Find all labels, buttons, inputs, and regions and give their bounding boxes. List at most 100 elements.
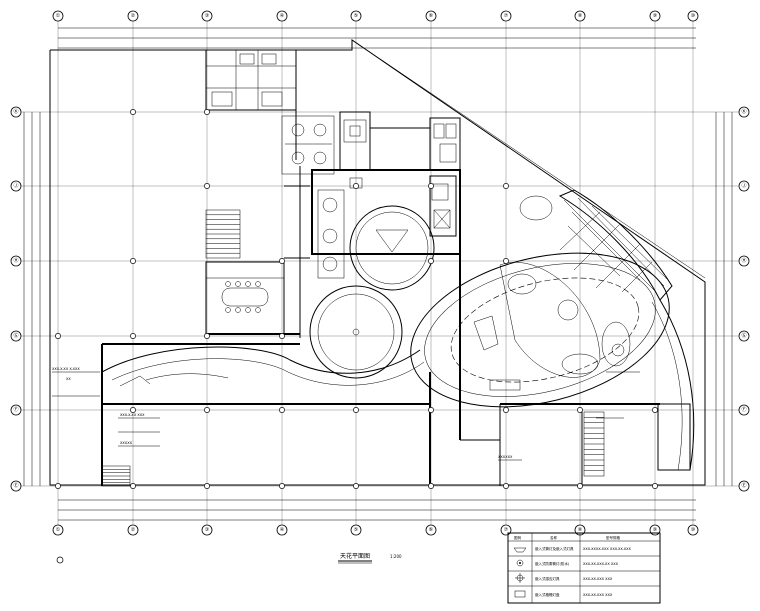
column-marker — [428, 258, 434, 264]
grid-row-right-2: Ⓙ — [738, 180, 750, 192]
grid-column-top-2: ② — [127, 10, 139, 22]
svg-text:Ⓕ: Ⓕ — [13, 406, 18, 413]
annotation-5: XXXXXX — [498, 455, 513, 459]
legend-row-4-note: XXX-XX-XXX XXX — [583, 593, 613, 597]
column-marker — [130, 333, 136, 339]
annotation-2: XX — [66, 377, 71, 381]
column-marker — [204, 109, 210, 115]
left-dimension-lines — [23, 112, 41, 486]
grid-column-top-1: ① — [52, 10, 64, 22]
circular-pavilion-lower — [309, 285, 403, 379]
curved-corridor — [101, 346, 425, 387]
annotation-1: XXX-X-XX X-XXX — [52, 367, 80, 371]
legend-row-1-note: XXX-XXXX-XXX XXX-XX-XXX — [583, 547, 632, 551]
annotation-4: XXXXX — [120, 441, 133, 445]
column-marker — [55, 333, 61, 339]
svg-text:⑧: ⑧ — [578, 527, 583, 533]
grid-column-bottom-2: ② — [127, 524, 139, 536]
svg-text:①: ① — [56, 527, 61, 533]
grid-column-bottom-10: ⑩ — [687, 524, 699, 536]
svg-text:⑥: ⑥ — [429, 527, 434, 533]
grid-row-right-6: Ⓔ — [738, 480, 750, 492]
svg-text:⑨: ⑨ — [653, 13, 657, 19]
corridor-walls — [101, 254, 660, 486]
stair-bottom-left — [101, 465, 131, 487]
grid-row-right-5: Ⓕ — [738, 404, 750, 416]
svg-text:⑤: ⑤ — [354, 527, 358, 533]
grid-row-left-6: Ⓔ — [10, 480, 22, 492]
rect-panel-icon — [514, 590, 526, 598]
grid-column-top-10: ⑩ — [687, 10, 699, 22]
column-marker — [130, 483, 136, 489]
grid-row-left-4: Ⓖ — [10, 330, 22, 342]
column-marker — [652, 407, 658, 413]
column-marker — [353, 183, 359, 189]
grid-column-top-7: ⑦ — [500, 10, 512, 22]
drawing-title: 天花平面图 — [340, 552, 370, 560]
svg-text:Ⓔ: Ⓔ — [741, 482, 746, 489]
grid-column-top-6: ⑥ — [425, 10, 437, 22]
column-marker — [130, 407, 136, 413]
svg-text:Ⓙ: Ⓙ — [741, 182, 746, 189]
right-dimension-lines — [715, 112, 733, 486]
lattice-feature — [519, 189, 673, 301]
svg-text:⑩: ⑩ — [691, 527, 696, 533]
grid-column-bottom-3: ③ — [201, 524, 213, 536]
column-marker — [577, 407, 583, 413]
grid-column-top-8: ⑧ — [574, 10, 586, 22]
drawing-title-block: 天花平面图 1:200 — [56, 552, 402, 564]
lamp-symbol-icon — [513, 547, 527, 553]
column-marker — [204, 333, 210, 339]
lobby-oval — [410, 252, 670, 408]
svg-text:②: ② — [131, 527, 136, 533]
legend-table: 图例 名称 型号规格 嵌入式筒灯及嵌入式灯具 XXX-XXXX-XXX XXX-… — [507, 532, 661, 604]
annotation-group — [52, 371, 640, 461]
legend-row-1-name: 嵌入式筒灯及嵌入式灯具 — [535, 546, 574, 551]
svg-text:Ⓗ: Ⓗ — [741, 257, 746, 264]
column-marker — [279, 407, 285, 413]
building-outline — [49, 39, 706, 486]
column-marker — [204, 183, 210, 189]
column-marker — [503, 183, 509, 189]
legend-row-2-note: XXX-XX-XXX-XX XXX — [583, 562, 619, 566]
legend-row-3-note: XXX-XX-XXX XXX — [583, 577, 613, 581]
grid-row-right-3: Ⓗ — [738, 255, 750, 267]
svg-text:⑦: ⑦ — [504, 13, 509, 19]
column-marker — [55, 483, 61, 489]
column-marker — [503, 258, 509, 264]
bottom-dimension-lines — [58, 499, 696, 521]
grid-column-bottom-1: ① — [52, 524, 64, 536]
column-marker — [279, 483, 285, 489]
grid-column-top-5: ⑤ — [350, 10, 362, 22]
workstation-area — [281, 111, 461, 175]
column-markers — [55, 109, 658, 489]
legend-row-4-name: 嵌入式格栅灯盘 — [535, 592, 560, 597]
service-block — [205, 49, 297, 160]
svg-text:①: ① — [56, 13, 61, 19]
svg-text:⑤: ⑤ — [354, 13, 358, 19]
svg-text:③: ③ — [205, 527, 209, 533]
svg-text:③: ③ — [205, 13, 209, 19]
svg-text:④: ④ — [280, 13, 285, 19]
column-marker — [353, 407, 359, 413]
grid-column-top-4: ④ — [276, 10, 288, 22]
meeting-room — [205, 166, 310, 338]
column-marker — [279, 333, 285, 339]
svg-text:Ⓗ: Ⓗ — [13, 257, 18, 264]
central-rooms — [311, 169, 461, 279]
grid-row-left-2: Ⓙ — [10, 180, 22, 192]
svg-text:⑩: ⑩ — [691, 13, 696, 19]
crosshair-circle-icon — [515, 573, 525, 583]
circular-pavilion-upper — [349, 205, 435, 291]
grid-column-bottom-5: ⑤ — [350, 524, 362, 536]
grid-row-left-5: Ⓕ — [10, 404, 22, 416]
grid-lines — [16, 20, 744, 528]
column-marker — [428, 183, 434, 189]
column-marker — [130, 258, 136, 264]
grid-row-left-3: Ⓗ — [10, 255, 22, 267]
svg-text:Ⓔ: Ⓔ — [13, 482, 18, 489]
legend-header-note: 型号规格 — [606, 535, 620, 540]
column-marker — [428, 407, 434, 413]
svg-text:Ⓙ: Ⓙ — [13, 182, 18, 189]
